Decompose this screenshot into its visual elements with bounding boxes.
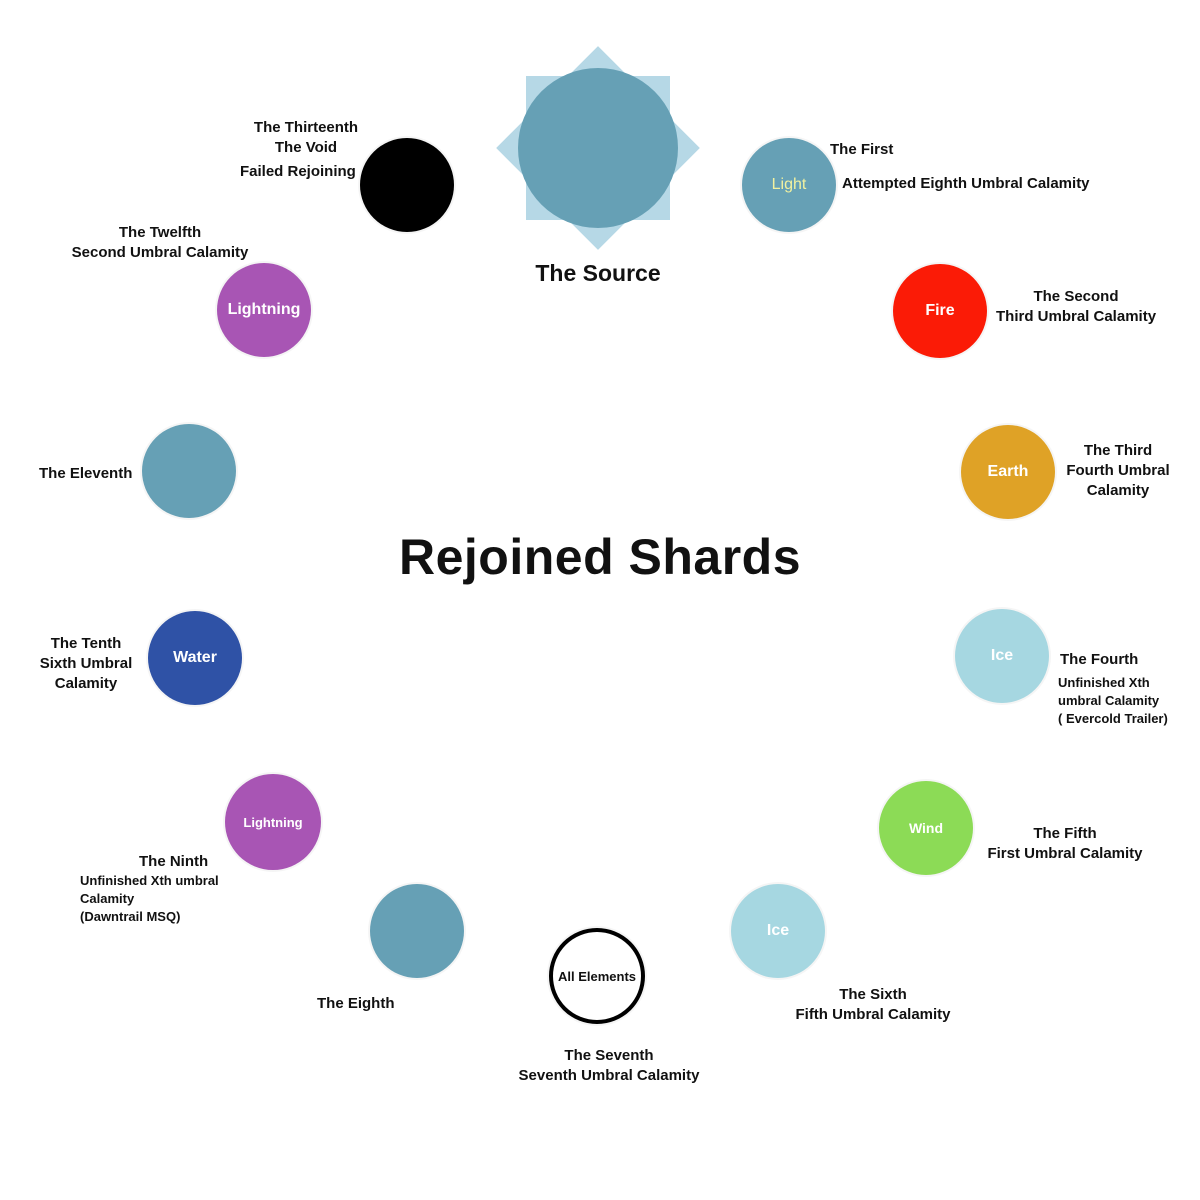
shard-second-element: Fire [925,302,955,319]
shard-seventh-detail: Seventh Umbral Calamity [518,1067,700,1084]
shard-fifth-detail: First Umbral Calamity [987,845,1143,862]
shard-ninth-detail: Unfinished Xth umbral Calamity (Dawntrai… [80,872,219,926]
shard-first-title: The First [830,141,894,158]
shard-twelfth-node: Lightning [217,263,311,357]
shard-third-title: The Third [1083,442,1153,459]
shard-third-detail-2: Calamity [1086,482,1150,499]
shard-seventh-element: All Elements [557,968,637,984]
diagram-title: Rejoined Shards [398,529,802,585]
shard-fourth-node: Ice [955,609,1049,703]
shard-first-node: Light [742,138,836,232]
shard-sixth-detail: Fifth Umbral Calamity [795,1006,951,1023]
shard-fourth-detail: Unfinished Xth umbral Calamity ( Evercol… [1058,674,1168,728]
shard-ninth-detail-1: Unfinished Xth umbral [80,873,219,888]
shard-seventh-title: The Seventh [564,1047,654,1064]
shard-fourth-detail-3: ( Evercold Trailer) [1058,711,1168,726]
shard-fifth-element: Wind [908,820,944,836]
shard-eleventh-title: The Eleventh [39,465,133,482]
shard-fourth-title: The Fourth [1060,651,1139,668]
shard-tenth-node: Water [148,611,242,705]
shard-sixth-title: The Sixth [839,986,907,1003]
shard-ninth-detail-2: Calamity [80,891,135,906]
shard-fifth-title: The Fifth [1033,825,1097,842]
source-circle [518,68,678,228]
shard-second-title: The Second [1033,288,1119,305]
shard-ninth-detail-3: (Dawntrail MSQ) [80,909,181,924]
shard-fourth-detail-2: umbral Calamity [1058,693,1160,708]
shard-eleventh-node [142,424,236,518]
shard-seventh-node: All Elements [549,928,645,1024]
shard-thirteenth-node [360,138,454,232]
shard-sixth-node: Ice [731,884,825,978]
shard-ninth-title: The Ninth [139,853,209,870]
shard-fourth-detail-1: Unfinished Xth [1058,675,1150,690]
shard-tenth-detail-1: Sixth Umbral [39,655,133,672]
shard-thirteenth-detail-1: The Void [274,139,338,156]
shard-ninth-element: Lightning [243,814,303,830]
shard-fifth-node: Wind [879,781,973,875]
shard-second-label: The Second Third Umbral Calamity [996,287,1156,327]
shard-twelfth-detail: Second Umbral Calamity [71,244,249,261]
shard-fourth-element: Ice [990,647,1014,664]
shard-tenth-label: The Tenth Sixth Umbral Calamity [30,634,142,694]
shard-third-node: Earth [961,425,1055,519]
source-star-icon [496,46,700,250]
shard-fifth-label: The Fifth First Umbral Calamity [985,824,1145,864]
shard-sixth-element: Ice [766,922,790,939]
shard-eighth-node [370,884,464,978]
shard-third-detail-1: Fourth Umbral [1066,462,1170,479]
shard-sixth-label: The Sixth Fifth Umbral Calamity [793,985,953,1025]
shard-ninth-node: Lightning [225,774,321,870]
shard-tenth-detail-2: Calamity [54,675,118,692]
shard-thirteenth-detail-2: Failed Rejoining [240,163,356,180]
shard-first-element: Light [771,176,807,193]
source-label: The Source [535,260,661,286]
shard-second-detail: Third Umbral Calamity [996,308,1157,325]
shard-thirteenth-label-top: The Thirteenth The Void [236,118,376,158]
shard-tenth-title: The Tenth [50,635,122,652]
shard-second-node: Fire [893,264,987,358]
shard-tenth-element: Water [173,649,217,666]
shard-twelfth-element: Lightning [227,301,301,318]
shard-twelfth-label: The Twelfth Second Umbral Calamity [70,223,250,263]
shard-third-element: Earth [987,463,1029,480]
shard-seventh-label: The Seventh Seventh Umbral Calamity [509,1046,709,1086]
shard-third-label: The Third Fourth Umbral Calamity [1062,441,1174,501]
shard-eighth-title: The Eighth [317,995,395,1012]
shard-first-detail: Attempted Eighth Umbral Calamity [842,175,1090,192]
shard-twelfth-title: The Twelfth [118,224,202,241]
shard-thirteenth-title: The Thirteenth [253,119,359,136]
